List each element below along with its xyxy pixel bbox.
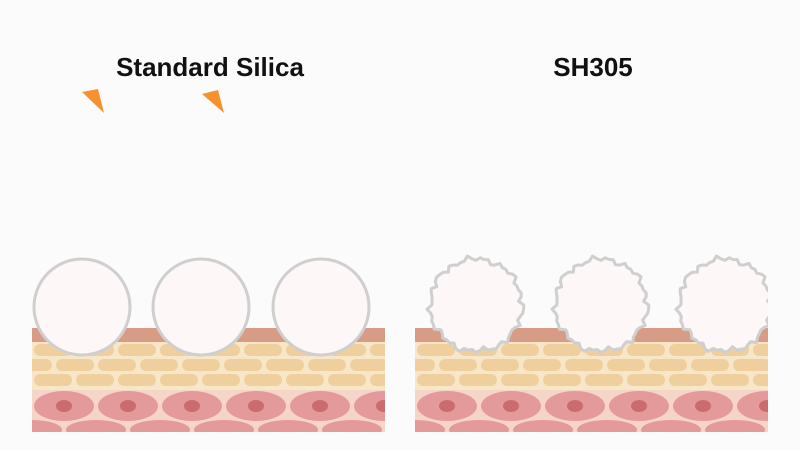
cell-nucleus (248, 400, 264, 412)
cell-nucleus (631, 400, 647, 412)
cell-nucleus (312, 400, 328, 412)
skin-lower-cell (737, 391, 768, 421)
skin-lower-cell (449, 420, 509, 432)
skin-lower-cell (32, 420, 62, 432)
skin-cell (501, 344, 539, 356)
skin-cell (501, 374, 539, 386)
rough-sh305-particle (550, 254, 651, 354)
panel-title-standard-silica: Standard Silica (116, 52, 304, 82)
skin-cell (32, 359, 52, 371)
arrow-icon (82, 89, 104, 113)
skin-cell (118, 374, 156, 386)
skin-lower-cell (415, 420, 445, 432)
skin-cell (669, 374, 707, 386)
skin-cell (350, 359, 385, 371)
skin-cell (691, 359, 729, 371)
skin-cell (733, 359, 768, 371)
skin-lower-cell (769, 420, 800, 440)
smooth-silica-particle (271, 257, 371, 357)
skin-cell (417, 374, 455, 386)
rough-sh305-particle (674, 254, 768, 354)
skin-cell (266, 359, 304, 371)
skin-layer-right (415, 328, 800, 440)
skin-cell (543, 374, 581, 386)
skin-cell (34, 374, 72, 386)
skin-cell (565, 359, 603, 371)
skin-cell (459, 374, 497, 386)
skin-lower-cell (513, 420, 573, 432)
skin-cell (118, 344, 156, 356)
particles-standard-silica (32, 257, 371, 357)
skin-cell (543, 344, 581, 356)
skin-cell (649, 359, 687, 371)
skin-cell (98, 359, 136, 371)
skin-cell (523, 359, 561, 371)
skin-lower-cell (641, 420, 701, 432)
skin-lower-cell (705, 420, 765, 432)
skin-cell (417, 344, 455, 356)
skin-cell (224, 359, 262, 371)
skin-cell (753, 344, 768, 356)
skin-cell (140, 359, 178, 371)
skin-cell (627, 344, 665, 356)
cell-nucleus (184, 400, 200, 412)
cell-nucleus (376, 400, 385, 412)
cell-nucleus (56, 400, 72, 412)
skin-cell (607, 359, 645, 371)
skin-lower-cell (322, 420, 382, 432)
skin-cell (627, 374, 665, 386)
cell-nucleus (695, 400, 711, 412)
cell-nucleus (759, 400, 768, 412)
skin-cell (669, 344, 707, 356)
skin-cell (244, 374, 282, 386)
skin-lower-cell (258, 420, 318, 432)
smooth-silica-particle (32, 257, 132, 357)
skin-cell (160, 374, 198, 386)
skin-cell (286, 374, 324, 386)
skin-lower-cell (354, 391, 385, 421)
cell-nucleus (120, 400, 136, 412)
skin-lower-cell (66, 420, 126, 432)
rough-sh305-particle (425, 254, 526, 354)
skin-cell (439, 359, 477, 371)
skin-cell (76, 374, 114, 386)
skin-cell (415, 359, 435, 371)
skin-cell (370, 344, 385, 356)
skin-cell (202, 374, 240, 386)
skin-cell (711, 374, 749, 386)
smooth-silica-particle (151, 257, 251, 357)
skin-cell (585, 374, 623, 386)
particles-sh305 (425, 254, 768, 354)
skin-cell (56, 359, 94, 371)
skin-lower-cell (577, 420, 637, 432)
cell-nucleus (439, 400, 455, 412)
skin-cell (370, 374, 385, 386)
skin-cell (244, 344, 282, 356)
skin-lower-cell (130, 420, 190, 432)
panel-title-sh305: SH305 (553, 52, 633, 82)
skin-cell (182, 359, 220, 371)
skin-cell (481, 359, 519, 371)
skin-cell (753, 374, 768, 386)
skin-lower-cell (194, 420, 254, 432)
skin-cell (328, 374, 366, 386)
cell-nucleus (567, 400, 583, 412)
cell-nucleus (503, 400, 519, 412)
arrow-icon (202, 90, 224, 113)
skin-cell (308, 359, 346, 371)
